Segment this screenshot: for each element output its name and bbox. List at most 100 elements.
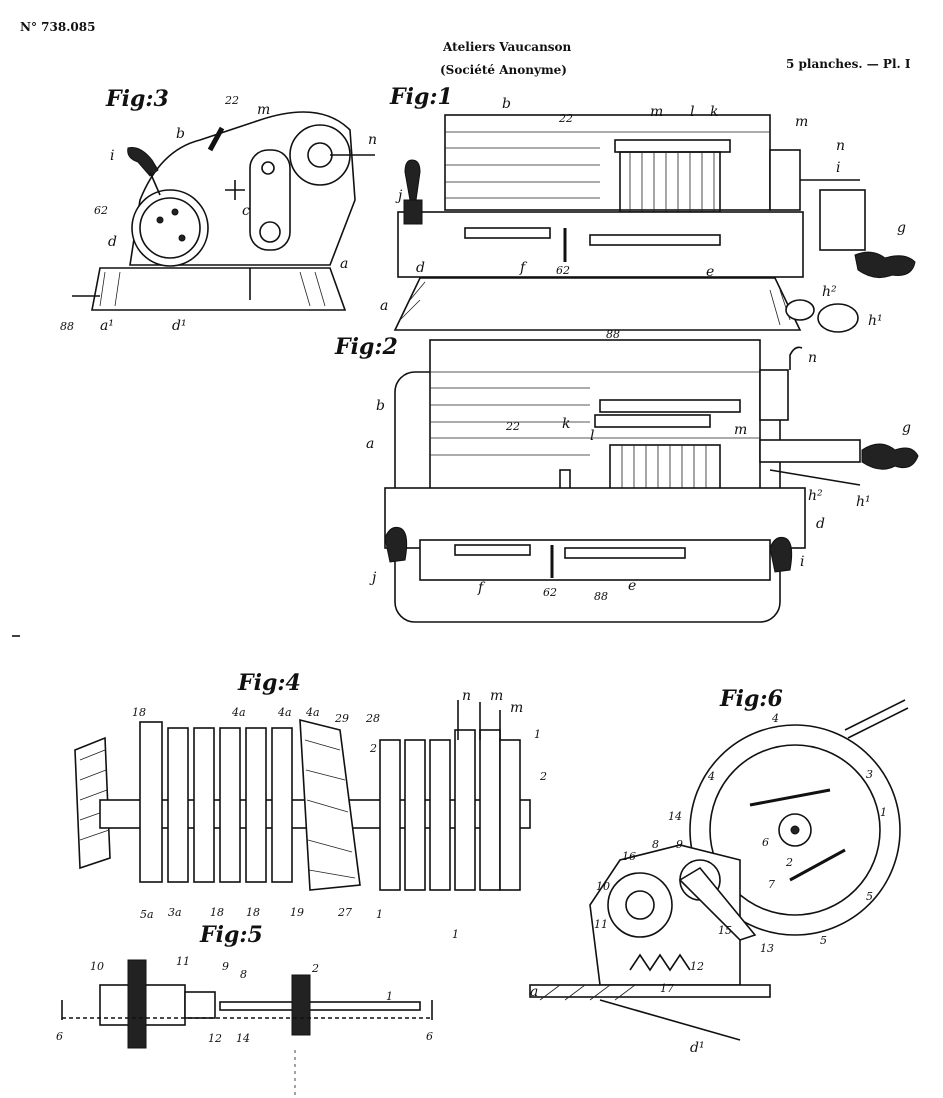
fig6-label: 17: [660, 982, 674, 995]
fig1-label: i: [836, 160, 840, 176]
fig2-label: a: [366, 436, 374, 452]
fig5-label: 8: [240, 968, 247, 981]
fig2-label: d: [816, 516, 825, 532]
fig4-label: 1: [376, 908, 383, 921]
fig4-label: 18: [246, 906, 260, 919]
fig3-label: 22: [224, 94, 239, 107]
fig2-label: m: [734, 422, 747, 438]
fig6-label: 9: [676, 838, 683, 851]
fig5-label: 12: [208, 1032, 222, 1045]
fig4-label: 19: [290, 906, 304, 919]
fig2-label: j: [369, 570, 377, 586]
fig4-label: 5a: [140, 908, 154, 921]
patent-number: N° 738.085: [20, 20, 96, 34]
fig4-label: 2: [369, 742, 377, 755]
fig3-labels: 22 m b n i c 62 d a 88 a¹ d¹: [60, 94, 377, 334]
fig4-label: 3a: [168, 906, 182, 919]
fig6-label: 15: [718, 924, 732, 937]
fig3-label: c: [242, 203, 250, 219]
fig1-label: m: [650, 104, 663, 120]
fig3-title: Fig:3: [105, 86, 169, 112]
fig3-label: i: [110, 148, 114, 164]
assignee-type: (Société Anonyme): [440, 63, 567, 77]
fig6-labels: 4 4 3 1 14 16 8 9 6 2 7 10 5 5 11 15 13 …: [530, 712, 887, 1056]
fig4-label: 2: [539, 770, 547, 783]
fig5-label: 6: [426, 1030, 433, 1043]
fig2-label: n: [808, 350, 817, 366]
fig2-label: 22: [505, 420, 520, 433]
fig3-label: m: [257, 102, 270, 118]
fig2-label: g: [902, 420, 911, 436]
fig5-label: 11: [176, 955, 190, 968]
fig4-label: 18: [210, 906, 224, 919]
fig3-label: n: [368, 132, 377, 148]
fig2-label: h²: [808, 488, 823, 504]
fig6-drawing: [529, 699, 909, 1041]
fig6-label: 2: [785, 856, 793, 869]
fig6-label: 1: [880, 806, 887, 819]
fig6-label: 4: [707, 770, 715, 783]
fig3-drawing: [72, 111, 375, 311]
fig2-label: i: [800, 554, 804, 570]
fig3-label: d¹: [172, 318, 187, 334]
fig6-label: 7: [768, 878, 775, 891]
fig4-title: Fig:4: [237, 670, 301, 696]
fig4-label: 4a: [231, 706, 246, 719]
fig2-label: b: [376, 398, 385, 414]
fig4-drawing: [74, 700, 531, 891]
plate-count: 5 planches. — Pl. I: [786, 57, 911, 71]
fig4-label: 4a: [277, 706, 292, 719]
fig4-label: 4a: [305, 706, 320, 719]
fig6-label: 3: [866, 768, 873, 781]
fig2-label: 88: [594, 590, 608, 603]
fig5-title: Fig:5: [199, 922, 263, 948]
fig6-label: 5: [866, 890, 873, 903]
fig2-title: Fig:2: [334, 334, 398, 360]
fig6-label: 11: [594, 918, 608, 931]
fig4-label: m: [510, 700, 523, 716]
fig4-label: m: [490, 688, 503, 704]
fig1-label: n: [836, 138, 845, 154]
fig3-label: a: [340, 256, 348, 272]
fig1-label: 22: [558, 112, 573, 125]
fig5-labels: 10 11 9 8 2 1 6 12 14 6: [56, 955, 433, 1045]
fig2-label: 62: [543, 586, 557, 599]
fig1-label: 62: [556, 264, 570, 277]
fig5-label: 14: [236, 1032, 250, 1045]
fig3-label: 88: [60, 320, 74, 333]
fig2-label: h¹: [856, 494, 871, 510]
fig4-label: 29: [334, 712, 349, 725]
fig1-label: 88: [606, 328, 620, 341]
fig6-label: 16: [622, 850, 636, 863]
fig5-label: 6: [56, 1030, 63, 1043]
fig2-drawing: [384, 339, 919, 623]
fig4-label: 1: [452, 928, 459, 941]
fig5-label: 1: [386, 990, 393, 1003]
fig1-label: f: [519, 260, 528, 276]
fig4-label: 27: [337, 906, 352, 919]
fig2-label: f: [477, 580, 486, 596]
fig1-label: d: [416, 260, 425, 276]
fig4-label: 28: [365, 712, 380, 725]
fig2-label: e: [628, 578, 636, 594]
fig1-drawing: [393, 114, 916, 333]
fig6-label: 13: [760, 942, 774, 955]
fig1-label: g: [897, 220, 906, 236]
fig3-label: a¹: [100, 318, 114, 334]
fig1-label: m: [795, 114, 808, 130]
fig5-label: 9: [222, 960, 229, 973]
fig6-label: 4: [771, 712, 779, 725]
fig4-label: n: [462, 688, 471, 704]
fig1-label: e: [706, 264, 714, 280]
assignee-name: Ateliers Vaucanson: [443, 40, 572, 54]
fig6-label: d¹: [690, 1040, 705, 1056]
fig1-label: h²: [822, 284, 837, 300]
fig6-label: 12: [690, 960, 704, 973]
fig5-label: 10: [90, 960, 104, 973]
fig4-labels: 18 4a 4a 4a 29 28 n m m 1 2 2 5a 3a 18 1…: [132, 688, 547, 941]
fig2-label: l: [590, 428, 594, 444]
fig4-label: 18: [132, 706, 146, 719]
fig6-label: 6: [762, 836, 769, 849]
fig6-label: 8: [652, 838, 659, 851]
